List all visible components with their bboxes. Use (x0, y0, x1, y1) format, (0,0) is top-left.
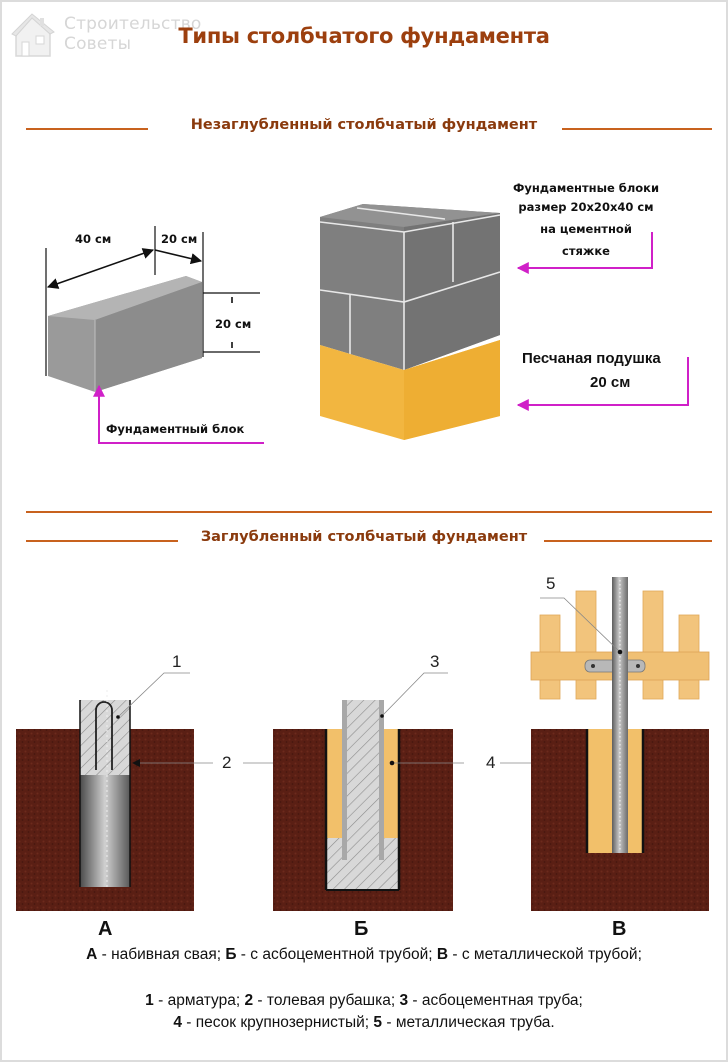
block-pillar-drawing (319, 204, 689, 440)
variant-a-letter: А (98, 918, 113, 940)
variant-v-letter: В (612, 918, 627, 940)
section2-rule-right (544, 540, 712, 542)
legend-part-4-desc: песок крупнозернистый (195, 1014, 365, 1031)
variants-legend: А - набивная свая; Б - с асбоцементной т… (86, 946, 642, 963)
house-icon (11, 13, 55, 57)
page-title: Типы столбчатого фундамента (178, 24, 550, 48)
section1-rule-left (26, 128, 148, 130)
variant-b-drawing (273, 672, 603, 911)
legend-variant-a-key: А (86, 946, 98, 963)
parts-legend-line2: 4 - песок крупнозернистый; 5 - металличе… (173, 1014, 555, 1031)
legend-part-3-key: 3 (399, 992, 409, 1009)
section1-heading: Незаглубленный столбчатый фундамент (190, 117, 538, 133)
sand-cushion-label-1: Песчаная подушка (522, 350, 661, 367)
section1-rule-right (562, 128, 712, 130)
callout-2: 2 (222, 753, 232, 772)
legend-part-4-key: 4 (173, 1014, 182, 1031)
watermark-line1: Строительство (64, 14, 202, 34)
variant-a-drawing (16, 672, 324, 911)
callout-5: 5 (546, 574, 556, 593)
legend-part-5-desc: металлическая труба (395, 1014, 551, 1031)
block-width-label: 20 см (161, 232, 198, 246)
pillar-blocks-label-2: размер 20х20х40 см (518, 200, 654, 214)
legend-variant-a-desc: набивная свая (111, 946, 217, 963)
legend-variant-b-desc: с асбоцементной трубой (250, 946, 429, 963)
section2-heading: Заглубленный столбчатый фундамент (200, 529, 528, 545)
watermark-logo: Строительство Советы (10, 10, 210, 62)
legend-variant-v-desc: с металлической трубой (461, 946, 638, 963)
section2-rule-left (26, 540, 178, 542)
section-divider (26, 511, 712, 513)
foundation-block-drawing (45, 226, 264, 444)
parts-legend-line1: 1 - арматура; 2 - толевая рубашка; 3 - а… (145, 992, 583, 1009)
legend-variant-v-key: В (436, 946, 449, 963)
pillar-blocks-label-3: на цементной (540, 222, 632, 236)
legend-part-2-key: 2 (244, 992, 254, 1009)
legend-part-1-key: 1 (145, 992, 154, 1009)
legend-part-2-desc: толевая рубашка (266, 992, 391, 1009)
legend-part-3-desc: асбоцементная труба (421, 992, 579, 1009)
legend-part-1-desc: арматура (167, 992, 236, 1009)
legend-variant-b-key: Б (225, 946, 237, 963)
block-length-label: 40 см (75, 232, 112, 246)
watermark-line2: Советы (64, 34, 132, 54)
sand-cushion-label-2: 20 см (590, 374, 631, 391)
variant-v-drawing (530, 577, 710, 911)
block-caption: Фундаментный блок (106, 422, 245, 436)
pillar-blocks-label-4: стяжке (562, 244, 610, 258)
block-height-label: 20 см (215, 317, 252, 331)
callout-4: 4 (486, 753, 496, 772)
variant-b-letter: Б (354, 918, 369, 940)
pillar-blocks-label-1: Фундаментные блоки (512, 181, 660, 195)
legend-part-5-key: 5 (373, 1014, 383, 1031)
callout-3: 3 (430, 652, 440, 671)
callout-1: 1 (172, 652, 182, 671)
